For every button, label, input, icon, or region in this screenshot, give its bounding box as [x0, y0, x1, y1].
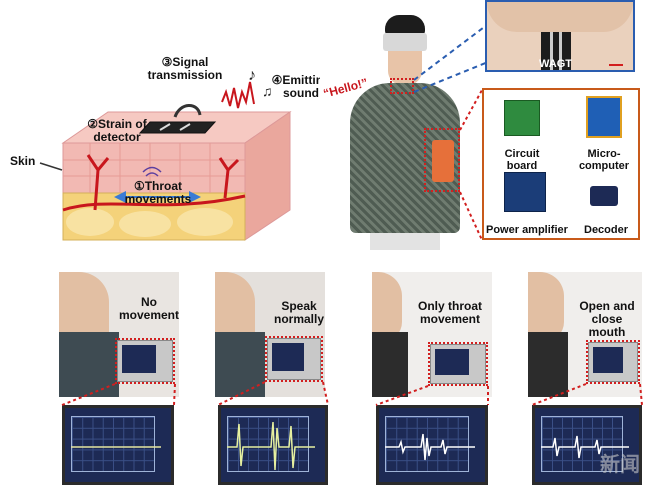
oscilloscope-screen-2 [218, 405, 328, 485]
step2-label: ②Strain of detector [87, 117, 147, 145]
step3-label: ③Signal transmission [147, 55, 223, 83]
throat-highlight [390, 78, 414, 94]
panel-only-throat: Only throat movement [372, 272, 492, 397]
wagt-sensor [541, 32, 571, 70]
panel-label: No movement [118, 295, 179, 323]
decoder-label: Decoder [584, 224, 629, 236]
device-box [432, 140, 454, 182]
step1-label: ①Throat movements [124, 179, 192, 207]
oscilloscope-device [588, 342, 638, 382]
panel-no-movement: No movement [59, 272, 179, 397]
micro-computer-icon [586, 96, 622, 138]
svg-text:♫: ♫ [262, 83, 273, 99]
panel-speak-normally: Speak normally [215, 272, 325, 397]
circuit-board-label: Circuit board [504, 148, 540, 173]
oscilloscope-screen-3 [376, 405, 488, 485]
power-amplifier-label: Power amplifier [486, 224, 568, 236]
skin-diagram: ♪ ♫ Skin ②Strain of detector ③Signal tra… [0, 0, 330, 250]
person-photo: “Hello!” WAGT Circuit board Micro-comput… [320, 0, 650, 250]
electronics-inset: Circuit board Micro-computer Power ampli… [482, 88, 640, 240]
wagt-label: WAGT [539, 58, 572, 70]
panel-label: Only throat movement [417, 299, 482, 327]
oscilloscope-screen-1 [62, 405, 174, 485]
panel-label: Open and close mouth [579, 299, 635, 340]
panel-label: Speak normally [273, 299, 324, 327]
oscilloscope-device [267, 338, 321, 380]
oscilloscope-device [117, 340, 173, 382]
oscilloscope-device [430, 344, 486, 384]
step4-label: ④Emitting sound [271, 73, 331, 101]
device-highlight [424, 128, 460, 192]
power-amplifier-icon [504, 172, 546, 212]
panel-open-close-mouth: Open and close mouth [528, 272, 642, 397]
oscilloscope-screen-4 [532, 405, 642, 485]
decoder-icon [590, 186, 618, 206]
skin-label: Skin [10, 154, 36, 168]
watermark: 新闻 [600, 452, 640, 476]
wagt-inset: WAGT [485, 0, 635, 72]
micro-computer-label: Micro-computer [578, 148, 630, 173]
circuit-board-icon [504, 100, 540, 136]
svg-text:♪: ♪ [248, 67, 256, 84]
skin-cross-section-illustration: ♪ ♫ [39, 67, 292, 241]
eye-mask [383, 33, 427, 51]
